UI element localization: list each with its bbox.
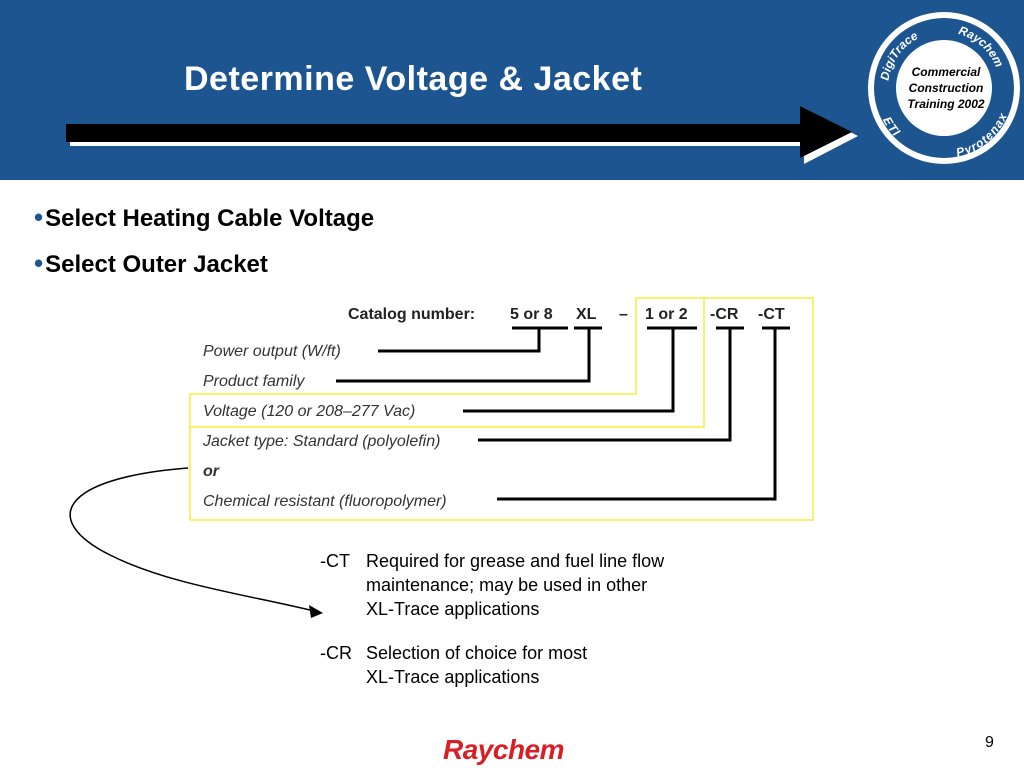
note-ct-line: Required for grease and fuel line flow: [366, 551, 665, 571]
catalog-label: Catalog number:: [348, 306, 475, 323]
row-product-family: Product family: [203, 373, 305, 390]
note-cr-line: XL-Trace applications: [366, 667, 540, 687]
header-banner: [0, 0, 1024, 180]
seal-line-2: Construction: [909, 81, 984, 95]
note-ct: -CT Required for grease and fuel line fl…: [320, 549, 740, 621]
training-seal-logo: DigiTrace Raychem ETI Pyrotenax Commerci…: [868, 12, 1020, 164]
note-ct-line: XL-Trace applications: [366, 599, 540, 619]
bullet-icon: •: [34, 202, 44, 232]
bullet-text: Select Outer Jacket: [45, 251, 268, 278]
arrow-icon: [66, 106, 858, 164]
page-number: 9: [985, 734, 994, 751]
note-ct-code: -CT: [320, 551, 350, 571]
seal-line-1: Commercial: [912, 65, 981, 79]
bullet-item: •Select Outer Jacket: [34, 248, 268, 279]
catalog-part-voltage: 1 or 2: [645, 306, 688, 323]
note-cr: -CR Selection of choice for most XL-Trac…: [320, 641, 740, 689]
row-voltage: Voltage (120 or 208–277 Vac): [203, 403, 415, 420]
raychem-logo: Raychem: [443, 734, 565, 765]
note-ct-line: maintenance; may be used in other: [366, 575, 648, 595]
note-cr-code: -CR: [320, 643, 352, 663]
row-power-output: Power output (W/ft): [203, 343, 341, 360]
bullet-icon: •: [34, 248, 44, 278]
catalog-part-dash: –: [619, 306, 628, 323]
row-jacket-standard: Jacket type: Standard (polyolefin): [202, 433, 440, 450]
seal-line-3: Training 2002: [907, 97, 984, 111]
row-jacket-chemical: Chemical resistant (fluoropolymer): [203, 493, 447, 510]
catalog-part-ct: -CT: [758, 306, 785, 323]
row-or: or: [203, 463, 220, 480]
highlight-outlines: [189, 297, 814, 521]
slide-title: Determine Voltage & Jacket: [184, 60, 643, 98]
catalog-part-family: XL: [576, 306, 597, 323]
bullet-item: •Select Heating Cable Voltage: [34, 202, 374, 233]
arrowhead-icon: [309, 605, 323, 618]
bullet-text: Select Heating Cable Voltage: [45, 205, 375, 232]
curved-arrow: [69, 467, 319, 613]
catalog-part-cr: -CR: [710, 306, 739, 323]
note-cr-line: Selection of choice for most: [366, 643, 588, 663]
catalog-part-power: 5 or 8: [510, 306, 553, 323]
connector-lines: [336, 326, 790, 501]
